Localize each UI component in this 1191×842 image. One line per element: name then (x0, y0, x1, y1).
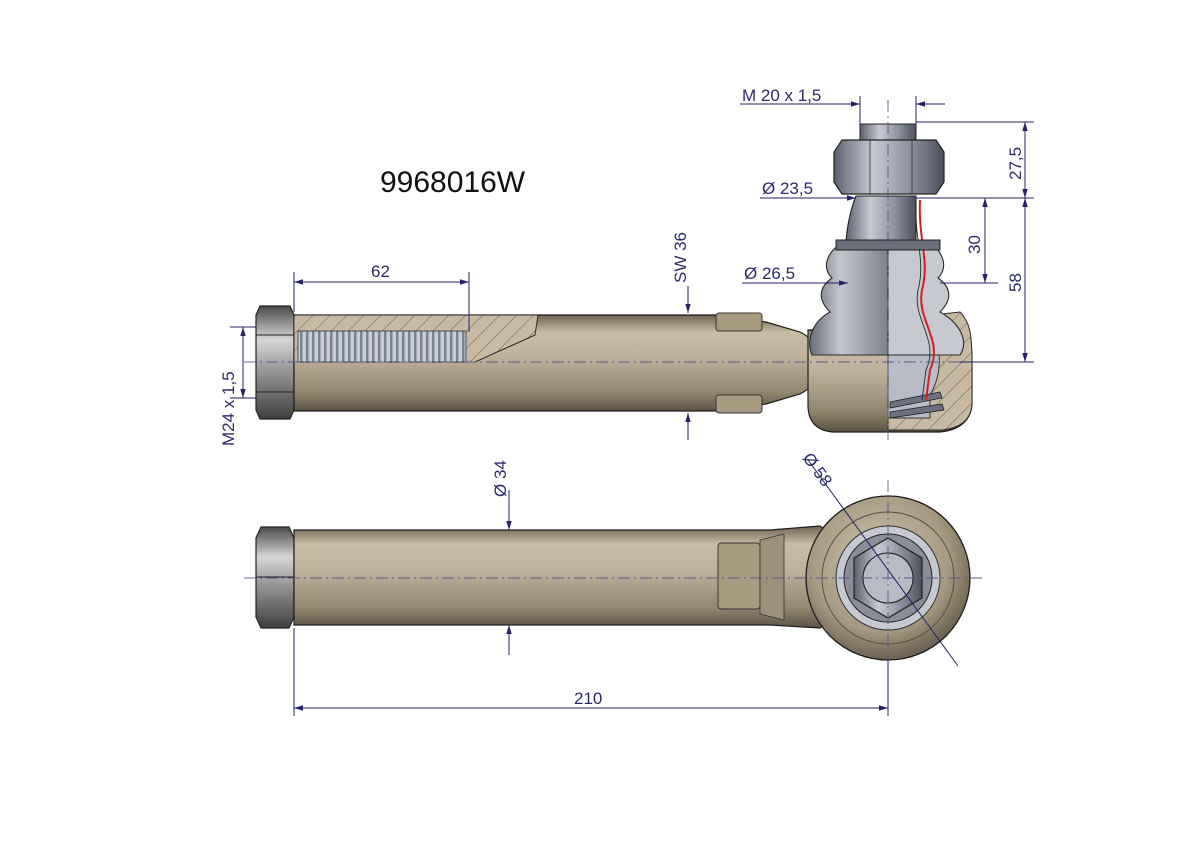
dim-height-27-5: 27,5 (1006, 147, 1025, 180)
dim-diameter-23-5: Ø 23,5 (762, 179, 813, 198)
labels: 9968016W 62 M24 x 1,5 SW 36 M 20 x 1,5 Ø… (219, 86, 1025, 708)
dimension-lines (230, 96, 1034, 716)
lock-nut-top (255, 526, 295, 629)
dim-diameter-26-5: Ø 26,5 (744, 264, 795, 283)
dim-eye-diameter: Ø 58 (799, 449, 836, 490)
dim-overall-length: 210 (574, 689, 602, 708)
dim-wrench-size: SW 36 (671, 232, 690, 283)
top-view (244, 480, 985, 680)
dim-shaft-diameter: Ø 34 (491, 460, 510, 497)
side-view (244, 100, 985, 440)
dim-stud-thread: M 20 x 1,5 (742, 86, 821, 105)
dim-height-30: 30 (965, 235, 984, 254)
part-number: 9968016W (380, 166, 526, 199)
rod-body-top (293, 525, 831, 629)
dim-height-58: 58 (1006, 273, 1025, 292)
dim-thread-length: 62 (371, 262, 390, 281)
dim-thread-spec: M24 x 1,5 (219, 371, 238, 446)
rubber-boot (809, 199, 965, 401)
rod-body-side (293, 312, 819, 414)
ball-stud (833, 123, 945, 251)
lock-nut-side (255, 305, 295, 420)
